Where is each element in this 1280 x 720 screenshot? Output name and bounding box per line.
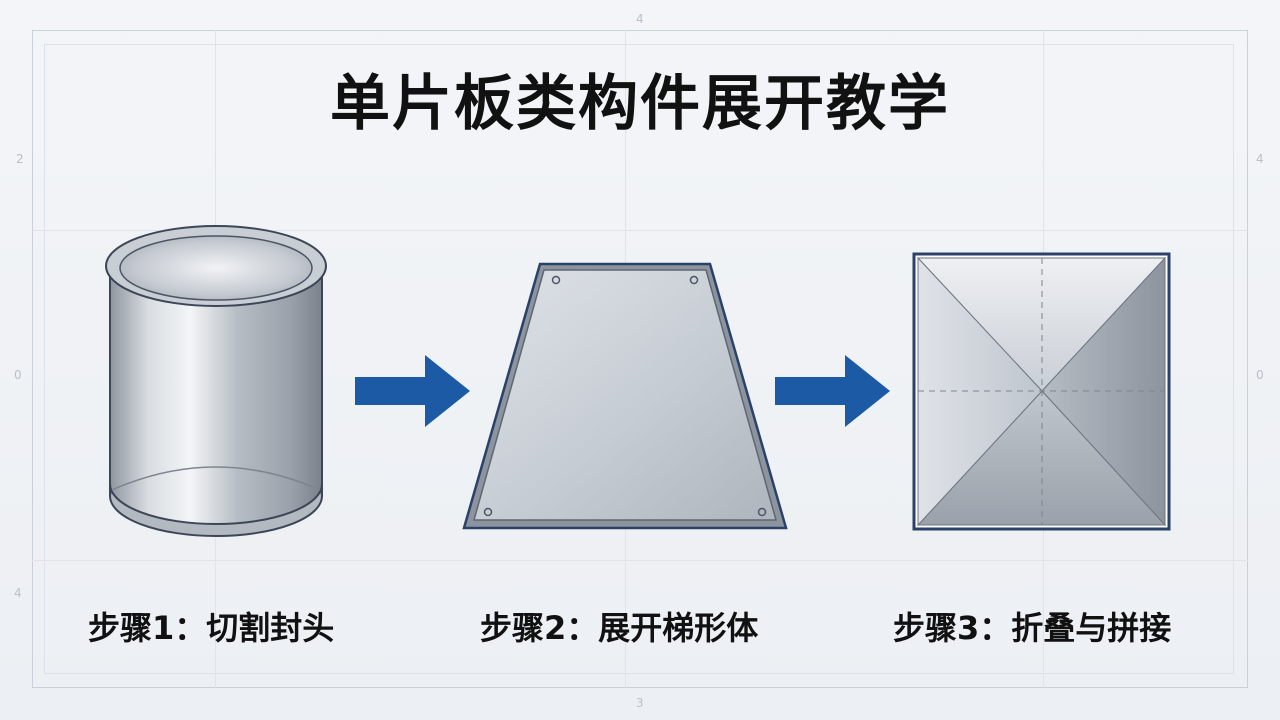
page-title: 单片板类构件展开教学 — [330, 69, 950, 139]
step-2-label: 步骤2：展开梯形体 — [480, 609, 759, 647]
ruler-label: 3 — [636, 696, 644, 710]
trapezoid-plate-icon — [462, 262, 788, 530]
arrow-right-icon — [355, 355, 470, 427]
ruler-label: 4 — [14, 586, 22, 600]
drafting-frame — [32, 30, 1248, 688]
guide-line — [32, 230, 1248, 231]
step-1-label: 步骤1：切割封头 — [88, 609, 335, 647]
guide-line — [32, 560, 1248, 561]
arrow-right-icon — [775, 355, 890, 427]
ruler-label: 4 — [636, 12, 644, 26]
folded-square-plate-icon — [912, 252, 1171, 531]
ruler-label: 4 — [1256, 152, 1264, 166]
ruler-label: 2 — [16, 152, 24, 166]
drafting-frame-inner — [44, 44, 1234, 674]
ruler-label: 0 — [14, 368, 22, 382]
ruler-label: 0 — [1256, 368, 1264, 382]
cylinder-icon — [105, 225, 327, 537]
step-3-label: 步骤3：折叠与拼接 — [893, 609, 1172, 647]
